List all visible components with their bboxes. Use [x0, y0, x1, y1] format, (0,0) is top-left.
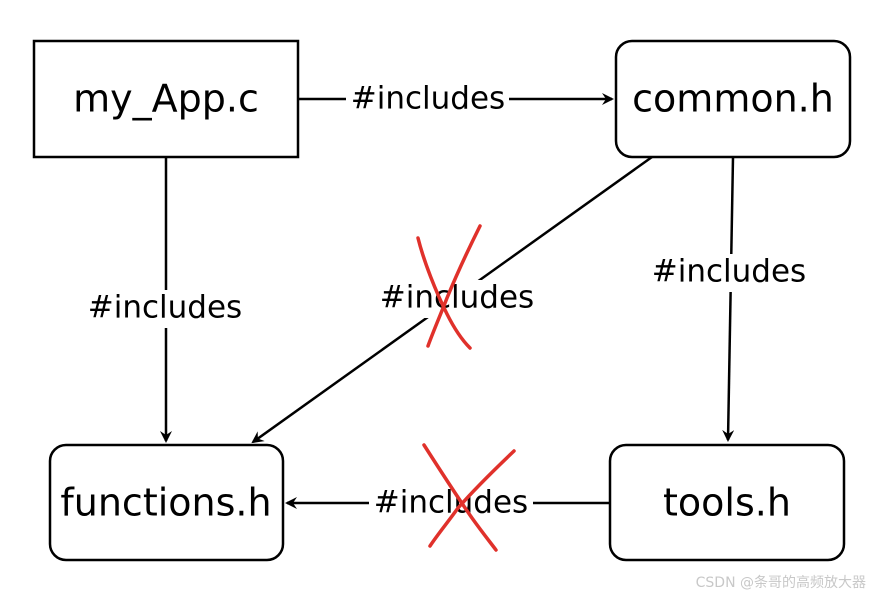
node-tools: tools.h: [608, 443, 846, 562]
node-functions: functions.h: [48, 443, 285, 562]
watermark: CSDN @条哥的高频放大器: [696, 574, 866, 591]
cross-stroke: [426, 224, 482, 348]
cross-stroke: [416, 236, 472, 350]
cross-stroke: [422, 443, 498, 552]
node-label-functions: functions.h: [60, 481, 271, 525]
edge-label-common-to-tools: #includes: [652, 254, 806, 290]
node-label-tools: tools.h: [663, 481, 791, 525]
cross-stroke: [428, 449, 516, 548]
node-label-my-app: my_App.c: [73, 77, 259, 121]
cross-mark-tools-to-functions: [422, 443, 516, 552]
edge-label-my-app-to-common: #includes: [351, 81, 505, 117]
edge-common-to-tools: [722, 156, 735, 442]
edge-label-common-to-functions: #includes: [380, 280, 534, 316]
node-my-app: my_App.c: [32, 39, 300, 159]
node-common: common.h: [614, 39, 852, 159]
edge-label-my-app-to-functions: #includes: [88, 290, 242, 326]
cross-mark-common-to-functions: [416, 224, 482, 350]
node-label-common: common.h: [632, 77, 834, 121]
edge-label-tools-to-functions: #includes: [374, 485, 528, 521]
